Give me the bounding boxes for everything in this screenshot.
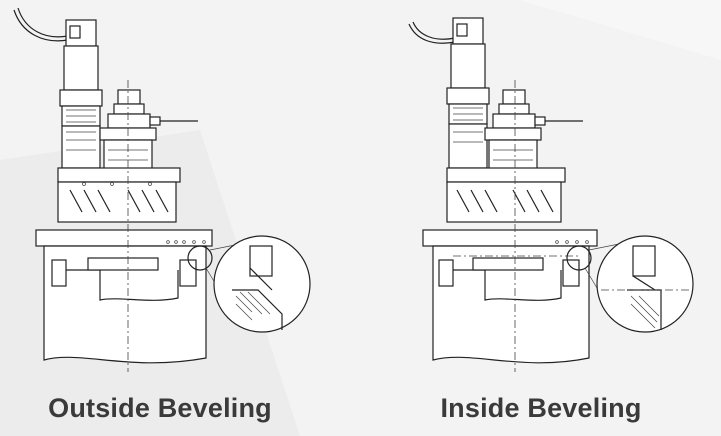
- bevel-detail-circle: [596, 235, 694, 333]
- gearbox-housing: [57, 167, 181, 223]
- feed-assembly: [99, 89, 198, 177]
- inside-beveling-diagram: [408, 17, 694, 372]
- motor-unit: [59, 19, 103, 169]
- feed-assembly: [484, 89, 583, 177]
- pipe-section: [432, 245, 590, 364]
- mounting-plate: [422, 229, 598, 247]
- caption-outside-beveling: Outside Beveling: [48, 393, 272, 423]
- motor-unit: [446, 17, 490, 169]
- power-cord: [17, 7, 69, 38]
- outside-beveling-diagram: [13, 7, 311, 372]
- power-cord: [412, 21, 456, 40]
- caption-inside-beveling: Inside Beveling: [440, 393, 642, 423]
- gearbox-housing: [446, 167, 566, 223]
- pipe-section: [43, 245, 207, 364]
- detail-marker: [566, 245, 592, 271]
- mounting-plate: [35, 229, 213, 247]
- detail-marker: [187, 245, 213, 271]
- bevel-detail-circle: [213, 235, 311, 333]
